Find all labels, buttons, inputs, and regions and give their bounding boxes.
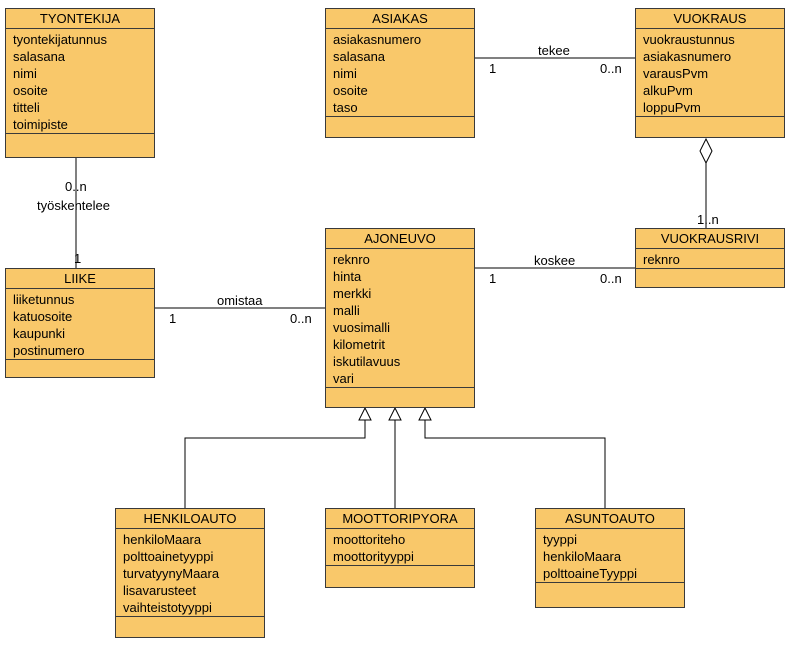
attribute-list: tyyppi henkiloMaara polttoaineTyyppi <box>536 529 684 583</box>
tekee-from-multiplicity: 1 <box>489 61 497 76</box>
attribute: vaihteistotyyppi <box>123 600 212 615</box>
class-title: MOOTTORIPYORA <box>326 509 474 529</box>
attribute: kilometrit <box>333 337 386 352</box>
attribute: merkki <box>333 286 372 301</box>
attribute-list: henkiloMaara polttoainetyyppi turvatyyny… <box>116 529 264 617</box>
attribute: liiketunnus <box>13 292 75 307</box>
attribute-list: asiakasnumero salasana nimi osoite taso <box>326 29 474 117</box>
aggregation-part-multiplicity: 1..n <box>697 212 719 227</box>
class-tyontekija[interactable]: TYONTEKIJA tyontekijatunnus salasana nim… <box>5 8 155 158</box>
attribute-list: tyontekijatunnus salasana nimi osoite ti… <box>6 29 154 134</box>
class-title: AJONEUVO <box>326 229 474 249</box>
attribute: malli <box>333 303 360 318</box>
attribute: titteli <box>13 100 40 115</box>
class-title: VUOKRAUSRIVI <box>636 229 784 249</box>
attribute: vuosimalli <box>333 320 391 335</box>
attribute-list: reknro hinta merkki malli vuosimalli kil… <box>326 249 474 388</box>
attribute: osoite <box>333 83 368 98</box>
aggregation-diamond-icon <box>699 137 713 165</box>
attribute: toimipiste <box>13 117 68 132</box>
asuntoauto-generalization-line <box>424 420 606 508</box>
henkiloauto-generalization-line <box>184 420 366 508</box>
class-title: TYONTEKIJA <box>6 9 154 29</box>
attribute-list: liiketunnus katuosoite kaupunki postinum… <box>6 289 154 360</box>
attribute: polttoaineTyyppi <box>543 566 637 581</box>
attribute: vari <box>333 371 354 386</box>
class-vuokraus[interactable]: VUOKRAUS vuokraustunnus asiakasnumero va… <box>635 8 785 138</box>
asuntoauto-generalization-arrow-icon <box>418 406 432 421</box>
attribute: reknro <box>333 252 370 267</box>
attribute: vuokraustunnus <box>643 32 735 47</box>
class-liike[interactable]: LIIKE liiketunnus katuosoite kaupunki po… <box>5 268 155 378</box>
class-moottoripyora[interactable]: MOOTTORIPYORA moottoriteho moottorityypp… <box>325 508 475 588</box>
class-title: HENKILOAUTO <box>116 509 264 529</box>
attribute: salasana <box>13 49 66 64</box>
attribute: osoite <box>13 83 48 98</box>
attribute: katuosoite <box>13 309 73 324</box>
attribute: henkiloMaara <box>123 532 202 547</box>
attribute: polttoainetyyppi <box>123 549 214 564</box>
attribute: kaupunki <box>13 326 66 341</box>
class-henkiloauto[interactable]: HENKILOAUTO henkiloMaara polttoainetyypp… <box>115 508 265 638</box>
attribute: reknro <box>643 252 680 267</box>
attribute: hinta <box>333 269 362 284</box>
class-ajoneuvo[interactable]: AJONEUVO reknro hinta merkki malli vuosi… <box>325 228 475 408</box>
attribute-list: reknro <box>636 249 784 269</box>
class-title: ASUNTOAUTO <box>536 509 684 529</box>
tyoskentelee-to-multiplicity: 1 <box>74 251 82 266</box>
class-title: LIIKE <box>6 269 154 289</box>
attribute: nimi <box>13 66 37 81</box>
class-vuokrausrivi[interactable]: VUOKRAUSRIVI reknro <box>635 228 785 288</box>
koskee-to-multiplicity: 0..n <box>600 271 622 286</box>
attribute: asiakasnumero <box>333 32 422 47</box>
koskee-from-multiplicity: 1 <box>489 271 497 286</box>
attribute-list: moottoriteho moottorityyppi <box>326 529 474 566</box>
attribute: tyyppi <box>543 532 577 547</box>
attribute: loppuPvm <box>643 100 701 115</box>
attribute: henkiloMaara <box>543 549 622 564</box>
class-asiakas[interactable]: ASIAKAS asiakasnumero salasana nimi osoi… <box>325 8 475 138</box>
omistaa-to-multiplicity: 0..n <box>290 311 312 326</box>
tyoskentelee-label: työskentelee <box>37 198 110 213</box>
attribute: moottoriteho <box>333 532 406 547</box>
omistaa-from-multiplicity: 1 <box>169 311 177 326</box>
attribute: alkuPvm <box>643 83 693 98</box>
moottoripyora-generalization-arrow-icon <box>388 406 402 421</box>
henkiloauto-generalization-arrow-icon <box>358 406 372 421</box>
attribute: moottorityyppi <box>333 549 414 564</box>
attribute-list: vuokraustunnus asiakasnumero varausPvm a… <box>636 29 784 117</box>
attribute: lisavarusteet <box>123 583 196 598</box>
attribute: iskutilavuus <box>333 354 401 369</box>
class-asuntoauto[interactable]: ASUNTOAUTO tyyppi henkiloMaara polttoain… <box>535 508 685 608</box>
attribute: tyontekijatunnus <box>13 32 107 47</box>
tekee-to-multiplicity: 0..n <box>600 61 622 76</box>
tyoskentelee-from-multiplicity: 0..n <box>65 179 87 194</box>
omistaa-label: omistaa <box>217 293 263 308</box>
attribute: postinumero <box>13 343 85 358</box>
attribute: salasana <box>333 49 386 64</box>
attribute: asiakasnumero <box>643 49 732 64</box>
attribute: varausPvm <box>643 66 709 81</box>
attribute: turvatyynyMaara <box>123 566 220 581</box>
tekee-label: tekee <box>538 43 570 58</box>
class-title: ASIAKAS <box>326 9 474 29</box>
class-title: VUOKRAUS <box>636 9 784 29</box>
attribute: nimi <box>333 66 357 81</box>
koskee-label: koskee <box>534 253 576 268</box>
attribute: taso <box>333 100 358 115</box>
